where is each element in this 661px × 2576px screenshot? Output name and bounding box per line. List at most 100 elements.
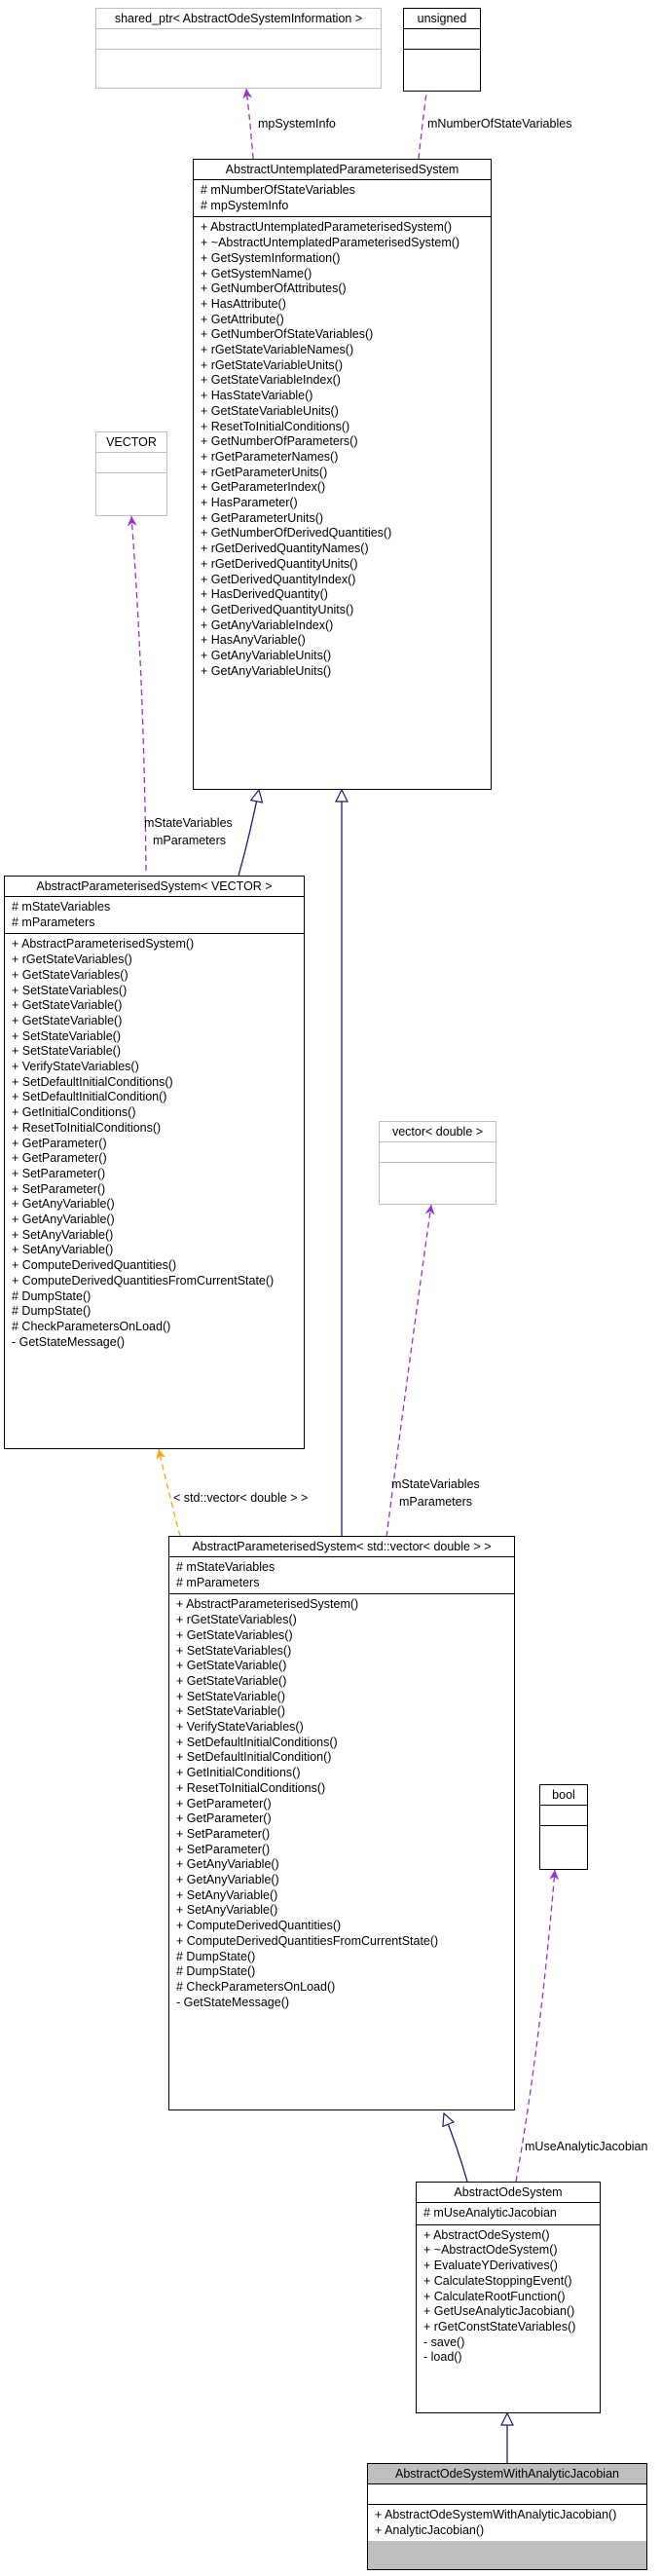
class-box-ode-with-analytic-jacobian[interactable]: AbstractOdeSystemWithAnalyticJacobian + … <box>367 2463 647 2570</box>
edge-template-binding <box>156 1448 181 1537</box>
class-title: VECTOR <box>106 435 157 449</box>
class-method: + GetStateVariableIndex() <box>201 373 341 388</box>
class-methods: + AbstractOdeSystemWithAnalyticJacobian(… <box>368 2504 646 2542</box>
class-method: - load() <box>423 2350 462 2365</box>
class-attributes-empty <box>96 28 381 49</box>
class-method: + rGetConstStateVariables() <box>423 2319 576 2333</box>
class-attribute: # mNumberOfStateVariables <box>201 183 355 197</box>
class-method: + GetStateVariables() <box>12 967 129 982</box>
class-method: + GetParameterUnits() <box>201 510 324 525</box>
class-method: + GetAnyVariableIndex() <box>201 617 334 632</box>
class-method: + SetAnyVariable() <box>176 1903 278 1918</box>
class-method: + GetStateVariableUnits() <box>201 403 339 418</box>
class-method: + rGetStateVariables() <box>176 1613 297 1627</box>
class-box-abstract-ode-system[interactable]: AbstractOdeSystem # mUseAnalyticJacobian… <box>416 2182 601 2413</box>
class-method: + rGetStateVariableNames() <box>201 343 354 357</box>
class-method: + rGetStateVariables() <box>12 952 132 967</box>
class-method: + SetParameter() <box>12 1181 106 1196</box>
class-title: AbstractParameterisedSystem< VECTOR > <box>36 879 273 893</box>
class-methods-empty <box>96 49 381 69</box>
class-methods-empty <box>380 1162 496 1182</box>
class-attributes-empty <box>380 1141 496 1162</box>
label-vector-mparameters: mParameters <box>153 834 227 847</box>
class-method: + SetAnyVariable() <box>176 1887 278 1902</box>
class-methods-empty <box>404 49 480 69</box>
class-method: + SetStateVariable() <box>176 1689 285 1703</box>
label-mnumberofstatevariables: mNumberOfStateVariables <box>427 117 572 131</box>
class-attributes-empty <box>404 28 480 49</box>
class-attribute: # mUseAnalyticJacobian <box>423 2206 557 2220</box>
class-method: + HasAttribute() <box>201 296 286 311</box>
class-method: + SetAnyVariable() <box>12 1227 114 1242</box>
class-method: + GetDerivedQuantityIndex() <box>201 572 356 586</box>
class-attribute: # mStateVariables <box>12 900 111 914</box>
class-method: + GetStateVariable() <box>12 998 123 1013</box>
class-title: AbstractOdeSystemWithAnalyticJacobian <box>395 2467 619 2481</box>
class-box-untemplated[interactable]: AbstractUntemplatedParameterisedSystem #… <box>193 159 492 790</box>
class-box-unsigned[interactable]: unsigned <box>403 8 481 92</box>
class-method: + rGetParameterUnits() <box>201 465 328 479</box>
class-method: + AnalyticJacobian() <box>375 2522 485 2537</box>
class-method: + SetDefaultInitialCondition() <box>176 1750 332 1765</box>
class-method: + ComputeDerivedQuantities() <box>176 1919 342 1933</box>
class-method: + GetParameter() <box>12 1151 107 1166</box>
class-methods: + AbstractParameterisedSystem()+ rGetSta… <box>5 933 304 1353</box>
class-attribute: # mParameters <box>12 915 95 929</box>
class-box-param-std-vector[interactable]: AbstractParameterisedSystem< std::vector… <box>168 1536 515 2110</box>
class-method: # DumpState() <box>12 1304 92 1319</box>
class-method: + ComputeDerivedQuantities() <box>12 1258 177 1273</box>
class-method: + GetDerivedQuantityUnits() <box>201 602 354 616</box>
class-method: + SetDefaultInitialConditions() <box>176 1735 338 1749</box>
class-method: + VerifyStateVariables() <box>12 1060 139 1074</box>
class-method: - save() <box>423 2334 465 2349</box>
class-box-vector-double[interactable]: vector< double > <box>379 1121 496 1205</box>
class-method: # DumpState() <box>12 1288 92 1303</box>
class-method: + GetAnyVariable() <box>176 1857 279 1872</box>
class-method: + GetUseAnalyticJacobian() <box>423 2304 575 2319</box>
class-method: + SetDefaultInitialCondition() <box>12 1090 167 1104</box>
class-method: + GetAnyVariableUnits() <box>201 649 332 663</box>
class-box-vector-template[interactable]: VECTOR <box>95 431 167 516</box>
class-method: + CalculateRootFunction() <box>423 2289 566 2303</box>
edge-museanalyticjacobian <box>515 1869 560 2183</box>
class-method: + GetStateVariable() <box>176 1659 287 1673</box>
class-attributes: # mStateVariables# mParameters <box>169 1556 514 1593</box>
class-method: + HasDerivedQuantity() <box>201 587 328 602</box>
class-attributes: # mUseAnalyticJacobian <box>417 2202 600 2224</box>
class-title: vector< double > <box>391 1125 484 1139</box>
class-method: # DumpState() <box>176 1949 256 1963</box>
class-method: + SetStateVariable() <box>12 1028 121 1043</box>
class-method: + EvaluateYDerivatives() <box>423 2259 558 2273</box>
class-method: + GetNumberOfAttributes() <box>201 281 347 296</box>
class-method: + GetAttribute() <box>201 312 284 326</box>
label-museanalyticjacobian: mUseAnalyticJacobian <box>525 2140 648 2153</box>
class-method: + rGetDerivedQuantityUnits() <box>201 556 358 571</box>
class-method: + GetNumberOfStateVariables() <box>201 327 374 342</box>
class-method: + ~AbstractOdeSystem() <box>423 2243 558 2258</box>
class-method: + GetSystemInformation() <box>201 250 341 265</box>
class-method: # CheckParametersOnLoad() <box>176 1979 336 1994</box>
class-method: + HasAnyVariable() <box>201 633 306 648</box>
class-method: + AbstractParameterisedSystem() <box>12 937 195 952</box>
class-method: + SetStateVariables() <box>176 1643 292 1658</box>
class-method: + GetParameter() <box>12 1136 107 1150</box>
label-std-vector-binding: < std::vector< double > > <box>173 1491 309 1505</box>
class-box-shared-ptr[interactable]: shared_ptr< AbstractOdeSystemInformation… <box>95 8 382 89</box>
class-box-bool[interactable]: bool <box>539 1784 588 1870</box>
class-box-param-vector[interactable]: AbstractParameterisedSystem< VECTOR > # … <box>4 876 305 1449</box>
edge-inherit-ode <box>444 2113 468 2183</box>
class-method: + rGetParameterNames() <box>201 449 339 464</box>
class-method: + ResetToInitialConditions() <box>12 1120 162 1135</box>
class-method: + ResetToInitialConditions() <box>201 419 350 433</box>
class-method: + AbstractUntemplatedParameterisedSystem… <box>201 220 453 235</box>
class-method: + ResetToInitialConditions() <box>176 1780 326 1795</box>
class-method: # CheckParametersOnLoad() <box>12 1319 171 1333</box>
class-attribute: # mpSystemInfo <box>201 198 289 212</box>
class-attribute: # mParameters <box>176 1575 260 1589</box>
class-method: + HasStateVariable() <box>201 389 313 403</box>
class-method: + ComputeDerivedQuantitiesFromCurrentSta… <box>176 1933 439 1948</box>
class-method: + GetSystemName() <box>201 266 312 280</box>
edge-inherit-paramvector <box>238 790 259 877</box>
edge-mpsysteminfo <box>242 88 254 160</box>
